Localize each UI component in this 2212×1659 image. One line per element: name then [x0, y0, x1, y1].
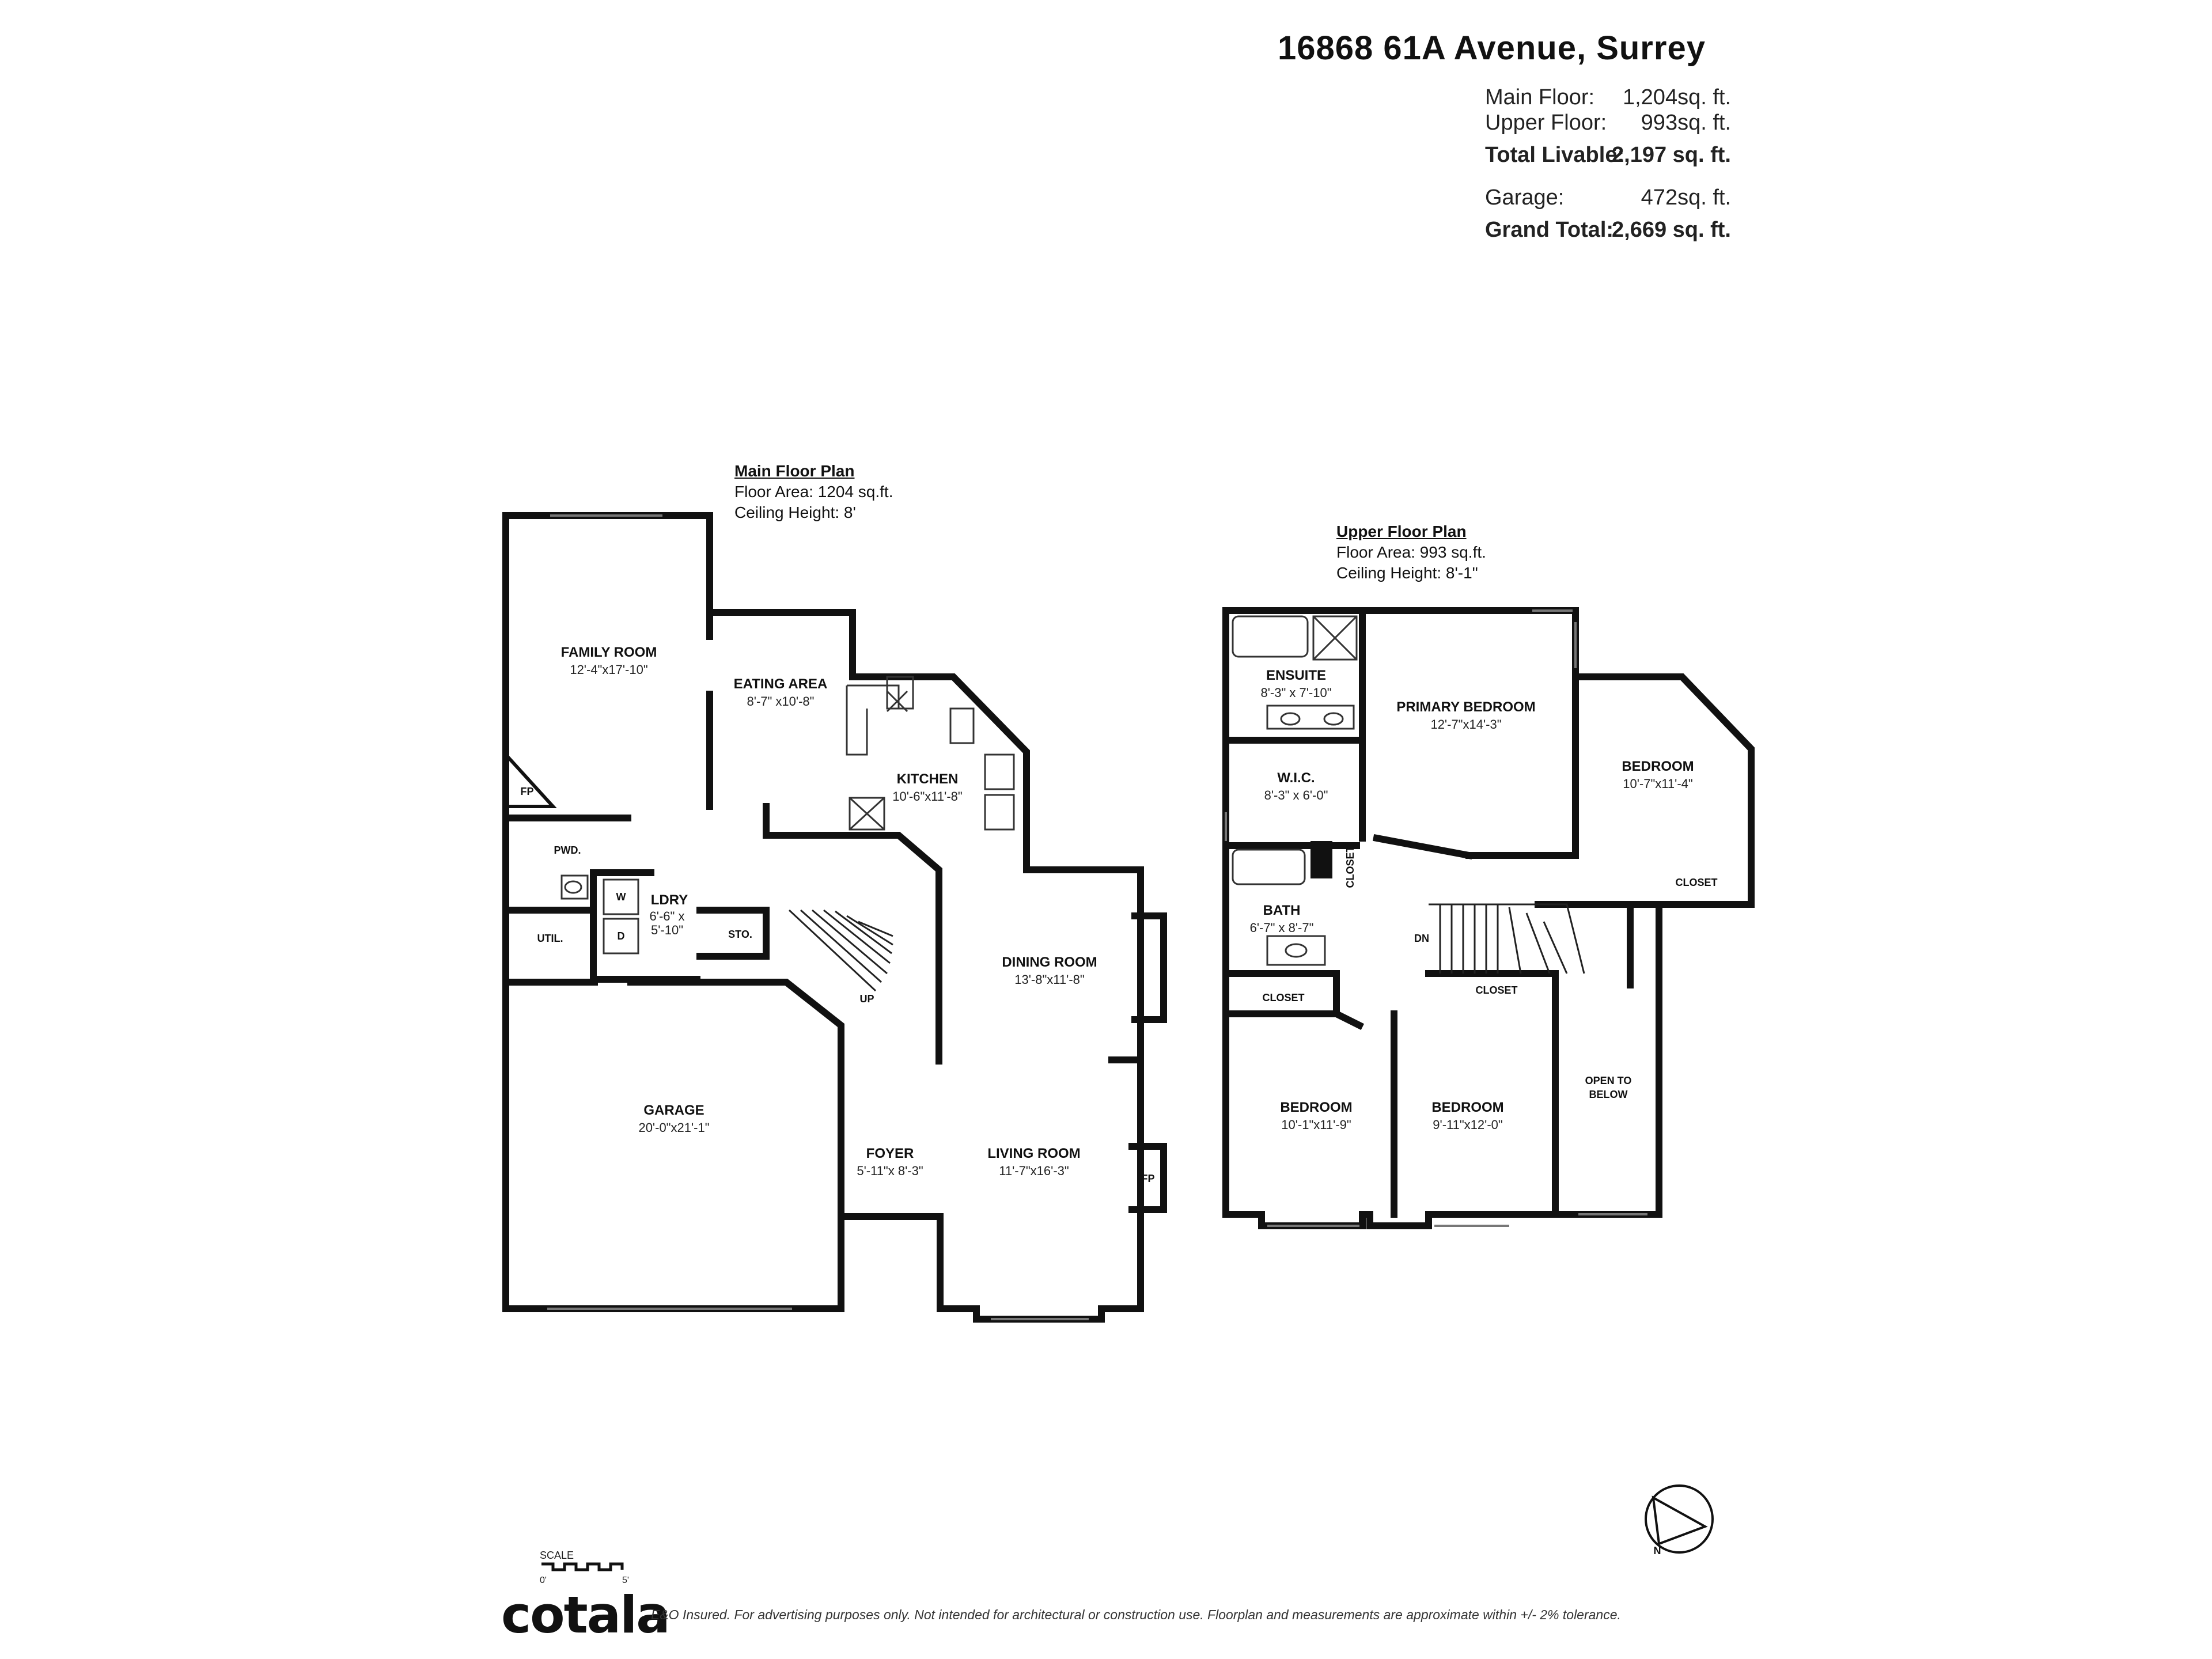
room-name-ldry: LDRY: [651, 892, 688, 908]
room-name-garage: GARAGE: [643, 1103, 704, 1118]
room-name-bedroom-middle: BEDROOM: [1431, 1100, 1503, 1115]
room-name-bath: BATH: [1263, 903, 1301, 918]
compass-icon: [1645, 1484, 1714, 1554]
upper-interior-walls: [1222, 607, 1755, 1218]
room-dims-bedroom-middle: 9'-11"x12'-0": [1433, 1118, 1502, 1132]
upper-plan-title: Upper Floor Plan: [1336, 522, 1467, 540]
main-plan-heading: Main Floor Plan Floor Area: 1204 sq.ft. …: [734, 461, 893, 523]
room-name-ensuite: ENSUITE: [1266, 668, 1326, 683]
closet-label-vertical: CLOSET: [1344, 846, 1356, 888]
summary-livable-value: 2,197 sq. ft.: [1612, 143, 1731, 167]
room-name-primary: PRIMARY BEDROOM: [1396, 699, 1535, 715]
washer-label: W: [616, 891, 626, 903]
scale-label: SCALE: [540, 1550, 574, 1561]
summary-garage-value: 472sq. ft.: [1641, 185, 1731, 210]
scale-five: 5': [622, 1575, 629, 1585]
upper-outer-wall: [1222, 607, 1755, 1229]
room-name-living: LIVING ROOM: [987, 1146, 1080, 1161]
living-fp-wall: [1128, 1143, 1167, 1213]
room-dims-family: 12'-4"x17'-10": [570, 662, 647, 677]
compass-north: N: [1654, 1545, 1661, 1556]
dining-wall: [1108, 912, 1167, 1063]
room-dims-ldry-1: 6'-6" x: [650, 909, 685, 923]
summary-garage-label: Garage:: [1485, 185, 1565, 210]
room-name-family: FAMILY ROOM: [561, 645, 657, 660]
room-name-wic: W.I.C.: [1277, 770, 1315, 786]
summary-livable-label: Total Livable:: [1485, 143, 1625, 167]
fp-label-family: FP: [520, 786, 533, 797]
powder-wall: [502, 815, 631, 986]
room-dims-ensuite: 8'-3" x 7'-10": [1260, 685, 1331, 700]
summary-upper-label: Upper Floor:: [1485, 111, 1607, 135]
disclaimer-text: E&O Insured. For advertising purposes on…: [651, 1607, 1621, 1622]
room-name-util: UTIL.: [537, 933, 563, 944]
upper-plan-ceiling: Ceiling Height: 8'-1": [1336, 564, 1478, 582]
scale-zero: 0': [540, 1575, 547, 1585]
room-name-bedroom-right: BEDROOM: [1622, 759, 1694, 774]
room-dims-kitchen: 10'-6"x11'-8": [892, 789, 962, 804]
summary-grand-label: Grand Total:: [1485, 218, 1614, 242]
room-name-foyer: FOYER: [866, 1146, 914, 1161]
room-dims-dining: 13'-8"x11'-8": [1014, 972, 1084, 987]
main-plan-area: Floor Area: 1204 sq.ft.: [734, 483, 893, 501]
dryer-label: D: [618, 930, 625, 942]
room-name-eating: EATING AREA: [734, 676, 828, 692]
room-dims-garage: 20'-0"x21'-1": [638, 1120, 709, 1135]
closet-label-middle: CLOSET: [1475, 984, 1517, 996]
brand-logo: cotala: [501, 1585, 671, 1645]
room-dims-bedroom-right: 10'-7"x11'-4": [1623, 777, 1692, 791]
room-dims-bedroom-left: 10'-1"x11'-9": [1281, 1118, 1351, 1132]
summary-grand-value: 2,669 sq. ft.: [1612, 218, 1731, 242]
room-dims-foyer: 5'-11"x 8'-3": [857, 1164, 923, 1178]
property-address: 16868 61A Avenue, Surrey: [1278, 29, 1706, 67]
room-name-dining: DINING ROOM: [1002, 955, 1097, 970]
scale-bar: [541, 1562, 624, 1571]
room-name-sto: STO.: [728, 929, 752, 940]
upper-plan-area: Floor Area: 993 sq.ft.: [1336, 543, 1486, 561]
stairs-up-label: UP: [859, 993, 874, 1005]
garage-wall: [502, 979, 844, 1220]
closet-label-left: CLOSET: [1262, 992, 1304, 1003]
main-outer-wall: [502, 512, 1144, 1323]
main-plan-title: Main Floor Plan: [734, 462, 855, 480]
summary-main-value: 1,204sq. ft.: [1622, 85, 1731, 109]
closet-label-right: CLOSET: [1675, 877, 1717, 888]
kitchen-wall: [763, 803, 942, 1065]
room-dims-living: 11'-7"x16'-3": [999, 1164, 1069, 1178]
stairs-down-label: DN: [1414, 933, 1429, 944]
open-below-line1: OPEN TO: [1585, 1075, 1632, 1086]
summary-main-label: Main Floor:: [1485, 85, 1595, 109]
room-dims-eating: 8'-7" x10'-8": [747, 694, 815, 709]
open-below-line2: BELOW: [1589, 1089, 1628, 1100]
room-name-pwd: PWD.: [554, 844, 581, 856]
room-dims-ldry-2: 5'-10": [651, 923, 683, 937]
laundry-wall: [590, 869, 700, 983]
summary-upper-value: 993sq. ft.: [1641, 111, 1731, 135]
room-dims-bath: 6'-7" x 8'-7": [1250, 921, 1314, 935]
fp-label-living: FP: [1141, 1173, 1154, 1184]
room-dims-wic: 8'-3" x 6'-0": [1264, 788, 1328, 802]
main-plan-ceiling: Ceiling Height: 8': [734, 503, 856, 521]
upper-plan-heading: Upper Floor Plan Floor Area: 993 sq.ft. …: [1336, 521, 1486, 584]
room-dims-primary: 12'-7"x14'-3": [1430, 717, 1501, 732]
room-name-bedroom-left: BEDROOM: [1280, 1100, 1352, 1115]
room-name-kitchen: KITCHEN: [897, 771, 959, 787]
storage-wall: [696, 907, 770, 960]
